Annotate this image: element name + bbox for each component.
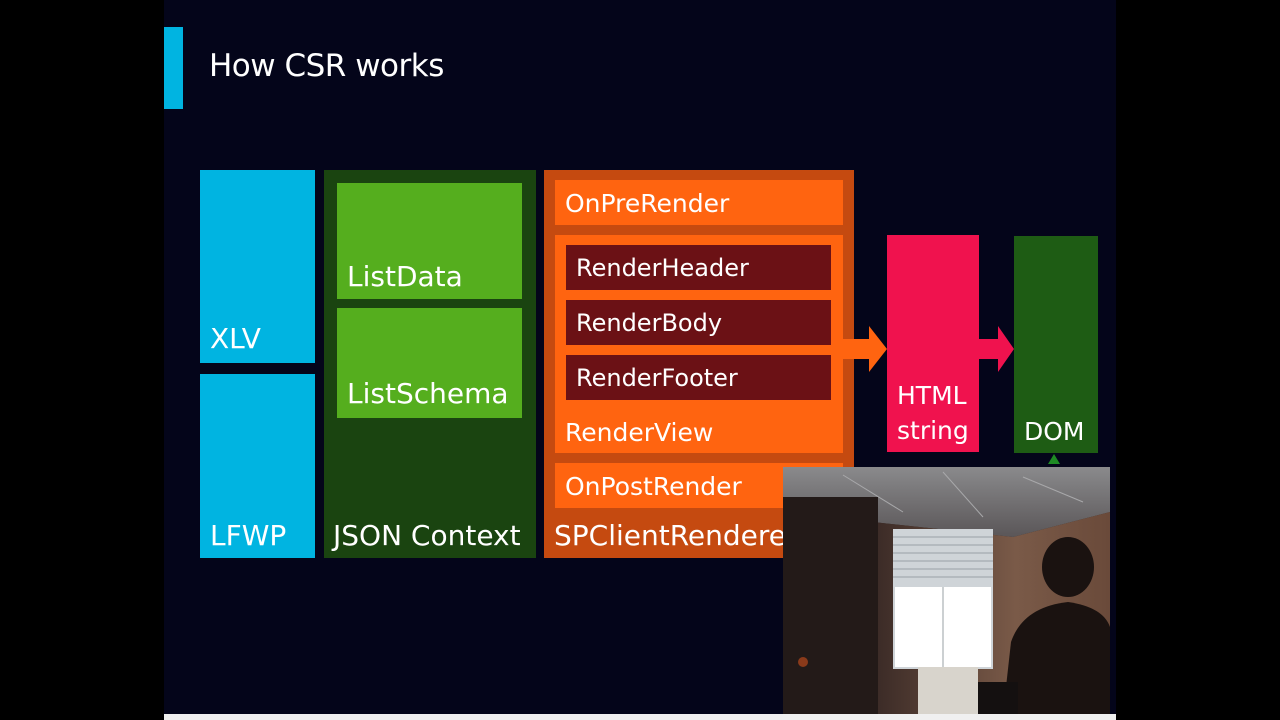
lfwp-block: LFWP (200, 374, 315, 558)
html-string-block: HTML string (887, 235, 979, 452)
string-label: string (897, 416, 969, 445)
xlv-label: XLV (210, 322, 261, 355)
webcam-scene (783, 467, 1110, 714)
render-footer-label: RenderFooter (576, 364, 738, 392)
list-schema-label: ListSchema (347, 377, 509, 410)
lfwp-label: LFWP (210, 519, 287, 552)
html-label: HTML (897, 381, 967, 410)
on-post-render-label: OnPostRender (565, 472, 742, 501)
on-pre-render-block: OnPreRender (555, 180, 843, 225)
on-pre-render-label: OnPreRender (565, 189, 730, 218)
xlv-block: XLV (200, 170, 315, 363)
render-view-label: RenderView (565, 418, 714, 447)
render-footer-block: RenderFooter (566, 355, 831, 400)
list-data-label: ListData (347, 260, 463, 293)
render-header-label: RenderHeader (576, 254, 749, 282)
render-body-label: RenderBody (576, 309, 723, 337)
list-schema-block: ListSchema (337, 308, 522, 418)
dom-label: DOM (1024, 417, 1085, 446)
render-body-block: RenderBody (566, 300, 831, 345)
webcam-video-overlay (783, 467, 1110, 714)
render-header-block: RenderHeader (566, 245, 831, 290)
player-progress-strip (164, 714, 1116, 720)
list-data-block: ListData (337, 183, 522, 299)
slide-title: How CSR works (209, 48, 444, 84)
caret-up-icon (1048, 454, 1060, 464)
dom-block: DOM (1014, 236, 1098, 453)
json-context-label: JSON Context (333, 519, 521, 552)
arrow-right-icon (978, 326, 1014, 372)
arrow-right-icon (843, 326, 887, 372)
title-accent-bar (164, 27, 183, 109)
